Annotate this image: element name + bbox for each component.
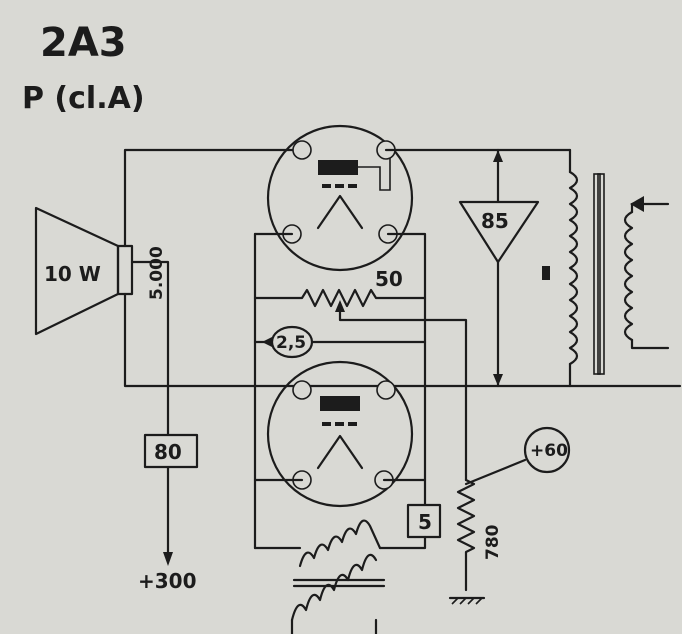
filament-transformer bbox=[253, 519, 386, 634]
operating-class-subtitle: P (cl.A) bbox=[22, 81, 145, 116]
loudspeaker-symbol: 10 W bbox=[34, 206, 134, 336]
right-cathode-bus bbox=[386, 232, 427, 507]
speaker-tap-wire bbox=[130, 260, 170, 562]
bias-60-terminal: +60 bbox=[523, 426, 571, 474]
tube-type-title: 2A3 bbox=[40, 20, 127, 66]
potentiometer-50 bbox=[253, 288, 427, 308]
resistor-780-label: 780 bbox=[483, 524, 503, 560]
input-arrow bbox=[630, 196, 644, 212]
speaker-impedance-label: 5.000 bbox=[147, 246, 167, 300]
bias-60-label: +60 bbox=[530, 441, 568, 461]
resistor-80-label: 80 bbox=[154, 440, 182, 464]
resistor-5-label: 5 bbox=[418, 510, 432, 534]
output-transformer bbox=[542, 148, 670, 388]
resistor-2-5-label: 2,5 bbox=[276, 333, 306, 353]
upper-tube bbox=[266, 124, 414, 272]
resistor-80: 80 bbox=[143, 433, 199, 469]
pot-50-label: 50 bbox=[375, 267, 403, 291]
capacitor-85: 85 bbox=[458, 200, 540, 264]
pot-wiper-arrow bbox=[335, 300, 345, 312]
resistor-780 bbox=[456, 478, 476, 592]
supply-300-label: +300 bbox=[138, 569, 197, 593]
capacitor-85-label: 85 bbox=[481, 209, 509, 233]
pot-wiper-wire bbox=[338, 310, 468, 482]
speaker-bottom-wire bbox=[123, 292, 682, 388]
speaker-top-wire bbox=[123, 148, 304, 248]
ground-symbol bbox=[448, 596, 486, 605]
lower-tube bbox=[266, 360, 414, 508]
speaker-power-label: 10 W bbox=[44, 262, 101, 286]
supply-arrow bbox=[163, 552, 173, 566]
resistor-2-5: 2,5 bbox=[270, 325, 314, 359]
resistor-5: 5 bbox=[406, 503, 442, 539]
